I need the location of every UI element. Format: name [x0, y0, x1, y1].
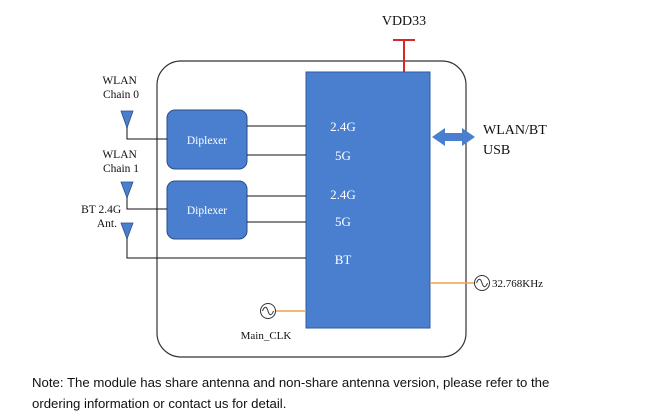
antenna-wlan0-label: WLAN Chain 0 [102, 75, 139, 101]
main-sine-wave [262, 306, 274, 316]
diplexer-2-label: Diplexer [187, 205, 227, 217]
port-5g-b: 5G [335, 214, 351, 229]
note-line-2: ordering information or contact us for d… [32, 396, 287, 411]
antenna-bt-icon [120, 222, 134, 241]
antenna-wlan1-label: WLAN Chain 1 [102, 149, 139, 175]
rtc-sine-wave [476, 278, 488, 288]
port-bt: BT [335, 252, 352, 267]
antenna-wlan0-feed [126, 127, 167, 140]
note-text: Note: The module has share antenna and n… [32, 372, 632, 414]
antenna-wlan1-feed [126, 197, 167, 210]
antenna-bt-label: BT 2.4G Ant. [81, 204, 124, 230]
wifi-bt-chip [305, 71, 431, 329]
usb-double-arrow-icon [432, 128, 475, 146]
antenna-wlan1-icon [120, 181, 134, 200]
port-5g-a: 5G [335, 148, 351, 163]
port-2g4-a: 2.4G [330, 119, 356, 134]
antenna-wlan0-icon [120, 110, 134, 130]
main-clock-label: Main_CLK [241, 330, 292, 342]
diplexer-2 [166, 180, 248, 240]
diplexer-1-label: Diplexer [187, 135, 227, 147]
antenna-bt-feed [126, 238, 306, 259]
note-line-1: Note: The module has share antenna and n… [32, 375, 550, 390]
supply-label: VDD33 [382, 14, 426, 29]
port-2g4-b: 2.4G [330, 187, 356, 202]
rtc-clock-label: 32.768KHz [492, 278, 543, 290]
interface-label: WLAN/BT USB [483, 123, 550, 158]
